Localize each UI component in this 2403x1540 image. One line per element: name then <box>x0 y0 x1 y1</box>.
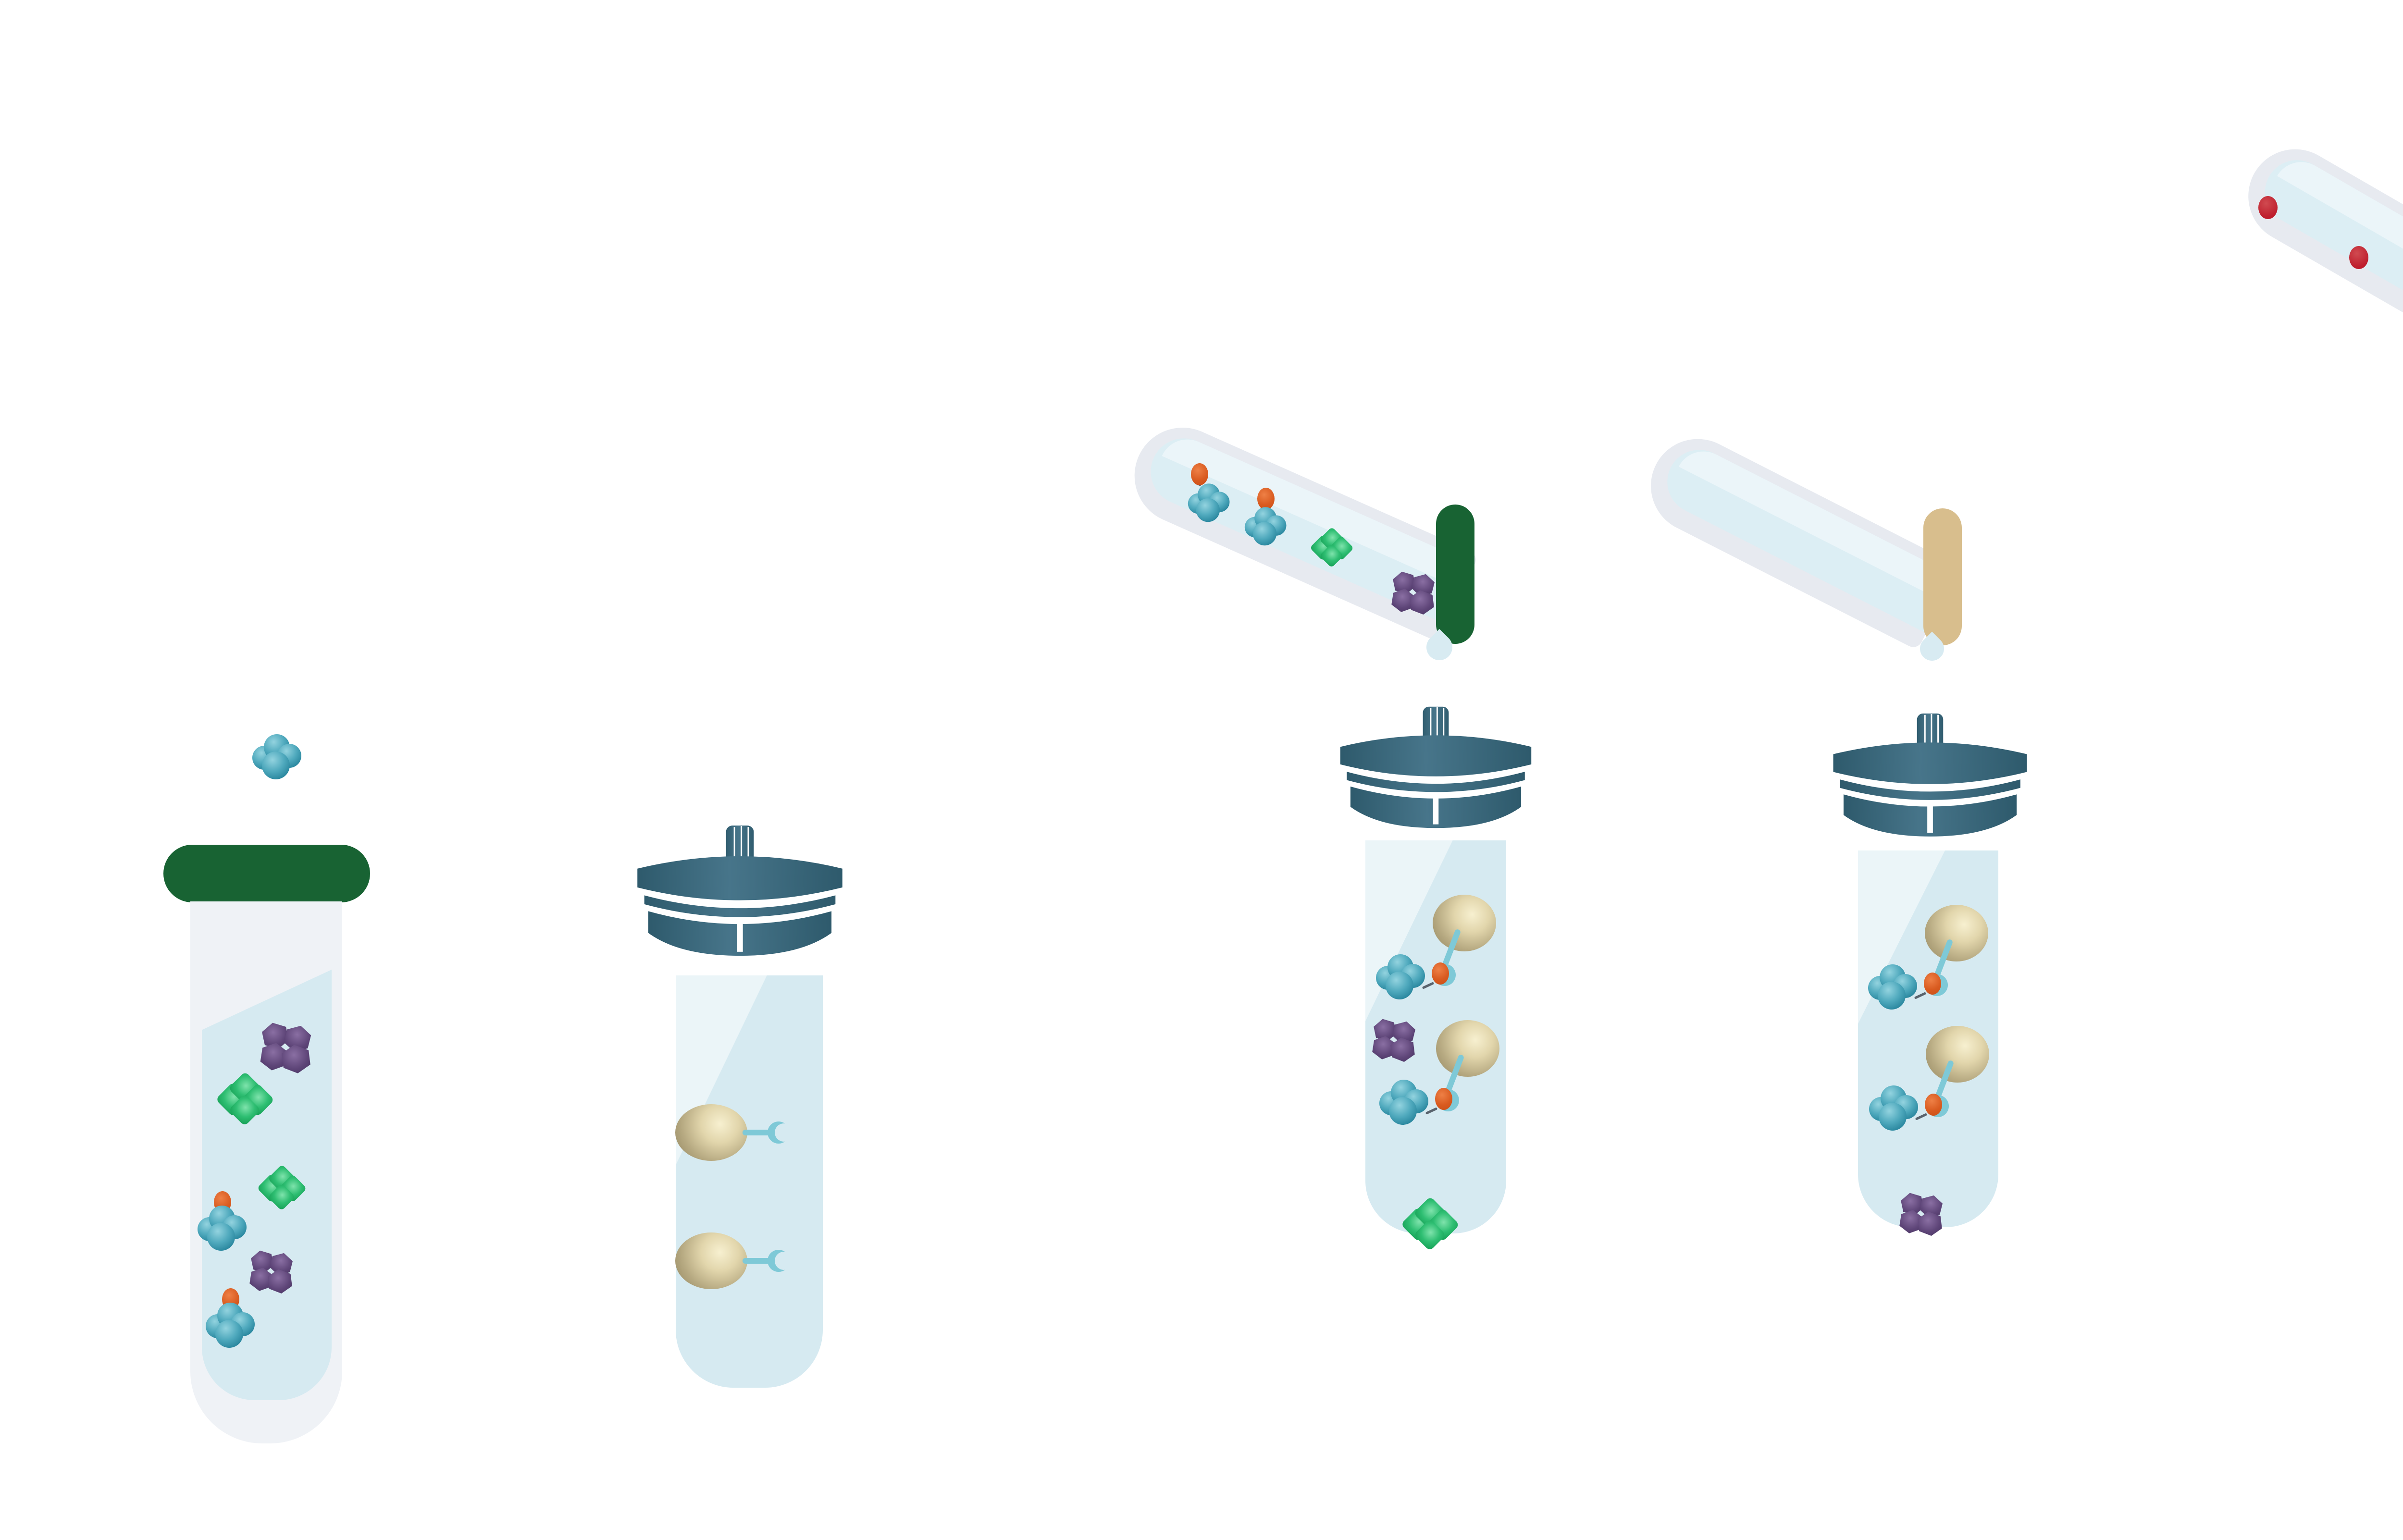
purple-contaminant-icon <box>1899 1193 1947 1237</box>
antibody-stem <box>743 1258 771 1264</box>
agarose-bead-icon <box>675 1104 747 1161</box>
elution-peptide-icon <box>2258 196 2278 219</box>
liquid-highlight <box>676 975 767 1165</box>
green-contaminant-icon <box>215 1071 275 1126</box>
antibody-bead <box>675 1232 795 1290</box>
antibody-bead <box>675 1104 795 1162</box>
purple-contaminant-icon <box>1372 1019 1420 1063</box>
green-contaminant-icon <box>1400 1196 1460 1251</box>
tagged-protein-icon <box>198 1206 248 1253</box>
tan-tube-cap <box>1923 508 1962 645</box>
tagged-protein-icon <box>1188 483 1230 523</box>
purple-contaminant-icon <box>1391 571 1439 616</box>
bead-target-complex <box>1376 895 1511 1050</box>
antibody-binding-site-icon <box>768 1250 793 1272</box>
tagged-protein-icon <box>206 1303 256 1350</box>
elution-peptide-icon <box>2349 246 2368 269</box>
screw-cap-lid-icon <box>1829 711 2031 851</box>
orange-tag-icon <box>1925 1094 1942 1116</box>
purple-contaminant-icon <box>249 1250 297 1294</box>
bead-target-complex <box>1379 1020 1514 1176</box>
screw-cap-lid-icon <box>1334 704 1537 843</box>
orange-tag-icon <box>1435 1088 1452 1110</box>
bead-tube-liquid <box>676 975 823 1388</box>
bead-target-complex <box>1868 905 2003 1060</box>
green-flat-cap <box>163 845 370 902</box>
pouring-tube <box>2231 132 2403 370</box>
tagged-protein-icon <box>1244 507 1287 547</box>
screw-cap-lid-icon <box>633 817 846 978</box>
purple-contaminant-icon <box>260 1023 316 1074</box>
agarose-bead-icon <box>1433 895 1496 951</box>
tagged-protein-icon <box>1869 1085 1919 1133</box>
orange-tag-icon <box>1257 488 1275 510</box>
pouring-tube <box>1635 423 1960 651</box>
agarose-bead-icon <box>1926 1026 1989 1083</box>
antibody-stem <box>743 1130 771 1135</box>
tagged-protein-icon <box>1376 954 1426 1001</box>
tagged-protein-icon <box>252 734 302 781</box>
agarose-bead-icon <box>1925 905 1988 961</box>
green-contaminant-icon <box>257 1164 307 1211</box>
orange-tag-icon <box>1924 973 1941 995</box>
orange-tag-icon <box>1191 463 1208 485</box>
orange-tag-icon <box>1432 962 1449 985</box>
antibody-binding-site-icon <box>768 1121 793 1144</box>
agarose-bead-icon <box>1436 1020 1499 1077</box>
tagged-protein-icon <box>1868 964 1918 1011</box>
green-contaminant-icon <box>1309 527 1354 568</box>
green-tube-cap <box>1436 505 1474 644</box>
agarose-bead-icon <box>675 1232 747 1289</box>
bead-target-complex <box>1869 1026 2004 1182</box>
tagged-protein-icon <box>1379 1080 1429 1127</box>
